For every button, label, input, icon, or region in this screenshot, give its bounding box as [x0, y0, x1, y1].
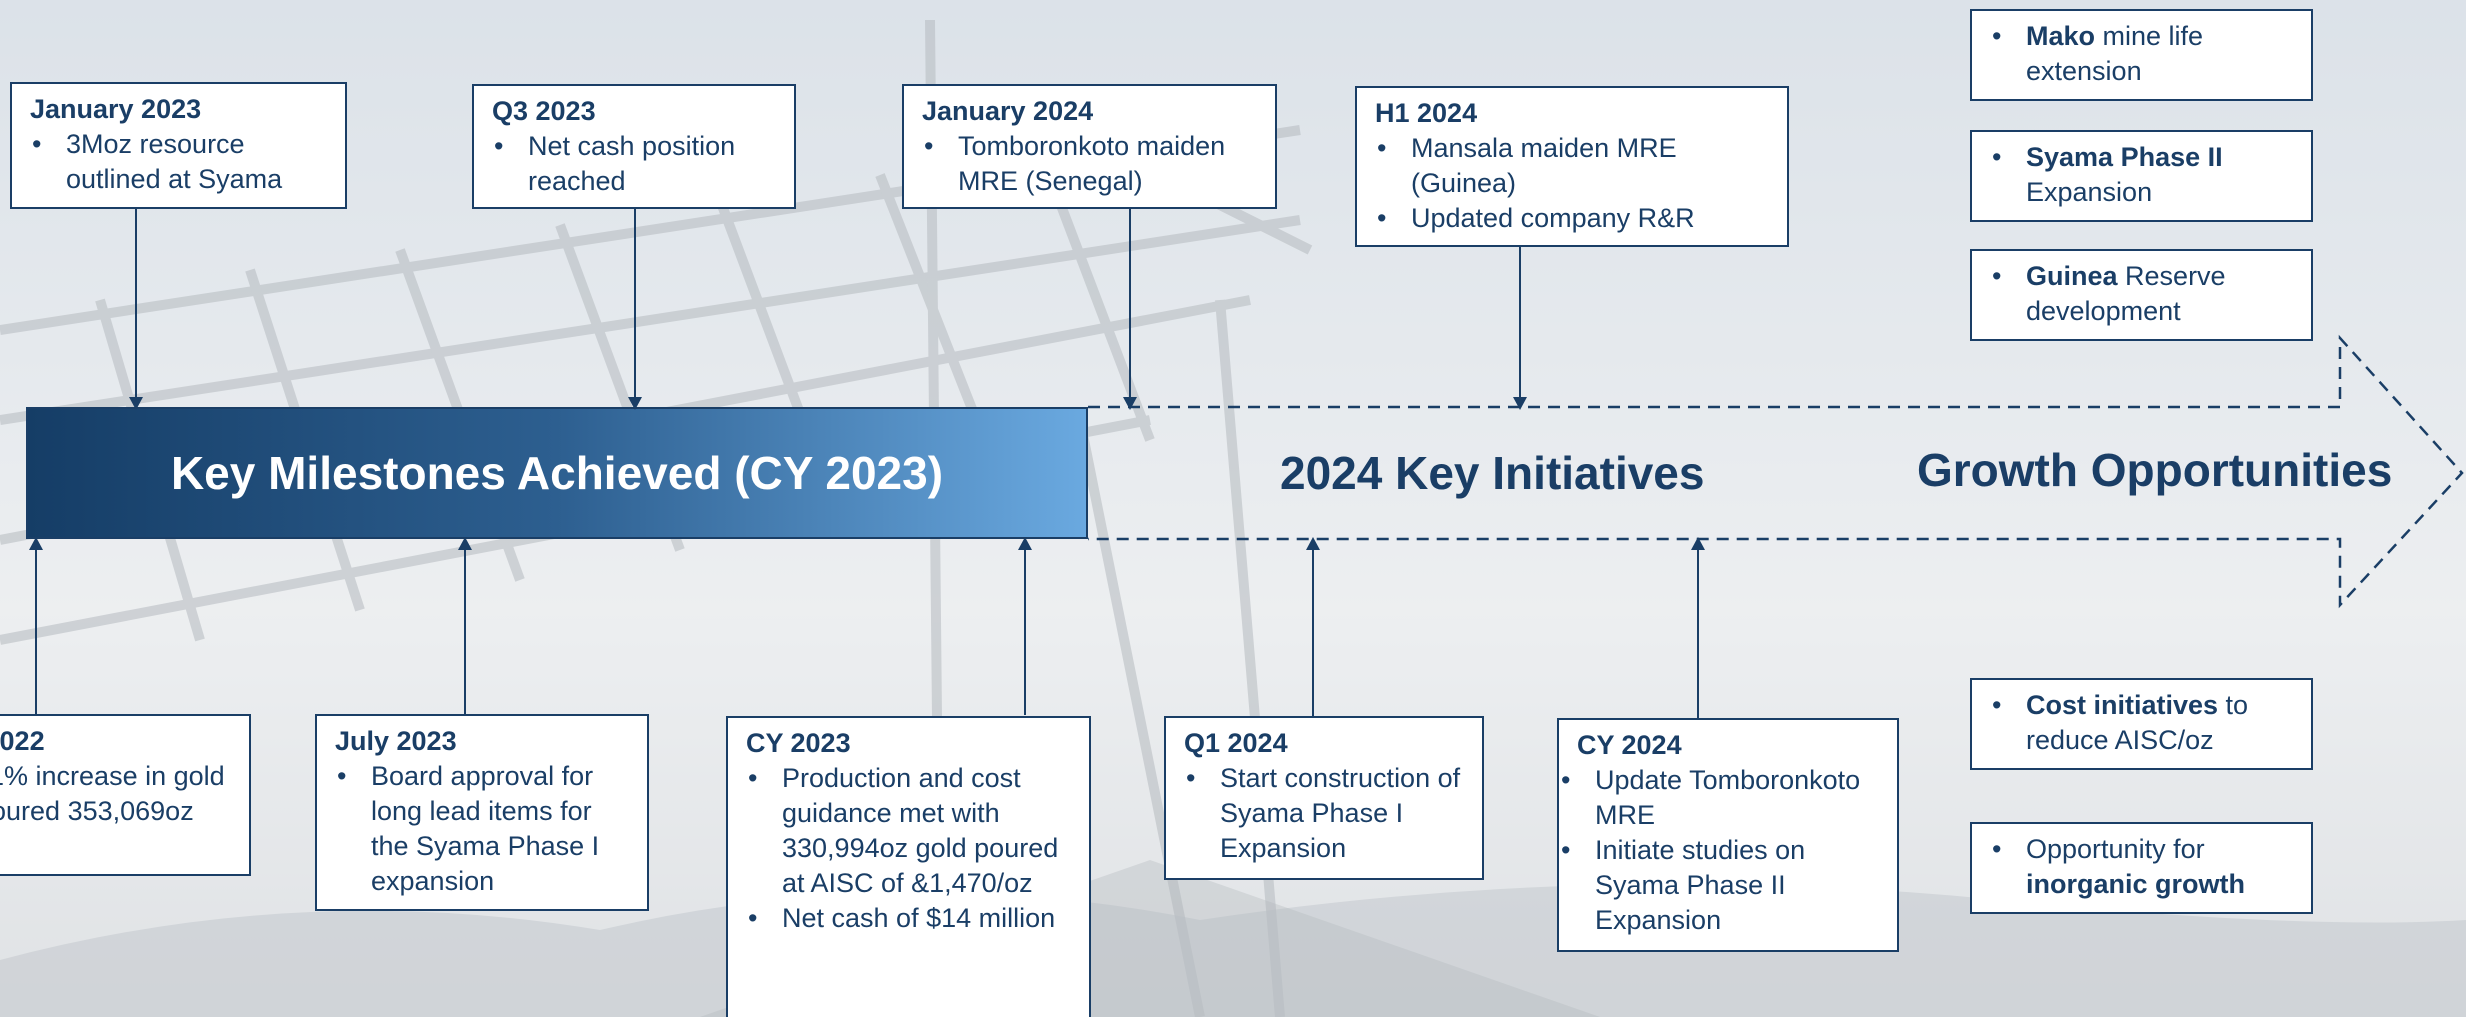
initiative-title: Q1 2024	[1184, 728, 1288, 758]
growth-bullet: Mako mine life extension	[1990, 19, 2293, 89]
growth-text: mine life extension	[2026, 21, 2204, 86]
initiative-title: H1 2024	[1375, 98, 1478, 128]
growth-card-guinea: Guinea Reserve development	[1970, 249, 2313, 341]
growth-text: to reduce AISC/oz	[2026, 690, 2249, 755]
growth-heading: Growth Opportunities	[1917, 444, 2393, 496]
growth-text: Expansion	[2026, 177, 2153, 207]
milestone-bullet: Board approval for long lead items for t…	[335, 759, 629, 899]
milestone-card-cy-2023: CY 2023 Production and cost guidance met…	[726, 716, 1091, 1017]
connector-cy-2023	[1018, 537, 1032, 715]
milestone-title: January 2023	[30, 94, 202, 124]
growth-text: Opportunity for	[2026, 834, 2205, 864]
milestone-title: January 2024	[922, 96, 1094, 126]
initiative-bullet: Update Tomboronkoto MRE	[1559, 763, 1879, 833]
initiative-title: CY 2024	[1577, 730, 1682, 760]
milestone-title: July 2023	[335, 726, 457, 756]
milestone-bullet: Net cash of $14 million	[746, 901, 1071, 936]
initiative-card-cy-2024: CY 2024 Update Tomboronkoto MRE Initiate…	[1557, 718, 1899, 952]
milestone-bullet: Net cash position reached	[492, 129, 776, 199]
milestone-bullet: 3Moz resource outlined at Syama	[30, 127, 327, 197]
initiative-bullet: Updated company R&R	[1375, 201, 1769, 236]
initiative-bullet: Initiate studies on Syama Phase II Expan…	[1559, 833, 1879, 938]
growth-bold: Syama Phase II	[2026, 142, 2223, 172]
milestone-title: Q3 2023	[492, 96, 596, 126]
milestone-card-jan-2023: January 2023 3Moz resource outlined at S…	[10, 82, 347, 209]
growth-bold: Mako	[2026, 21, 2096, 51]
connector-jan-2024	[1123, 208, 1137, 410]
initiative-card-q1-2024: Q1 2024 Start construction of Syama Phas…	[1164, 716, 1484, 880]
growth-bullet: Opportunity for inorganic growth	[1990, 832, 2293, 902]
initiative-bullet: Mansala maiden MRE (Guinea)	[1375, 131, 1769, 201]
growth-card-inorganic-growth: Opportunity for inorganic growth	[1970, 822, 2313, 914]
connector-q3-2023	[628, 208, 642, 410]
connector-h1-2024	[1513, 246, 1527, 410]
growth-card-mako: Mako mine life extension	[1970, 9, 2313, 101]
initiatives-heading: 2024 Key Initiatives	[1280, 447, 1705, 499]
growth-bullet: Guinea Reserve development	[1990, 259, 2293, 329]
connector-jul-2023	[458, 537, 472, 715]
growth-text: Reserve development	[2026, 261, 2226, 326]
milestone-card-q3-2023: Q3 2023 Net cash position reached	[472, 84, 796, 209]
milestone-bullet: Production and cost guidance met with 33…	[746, 761, 1071, 901]
milestone-card-cy-2022: CY 2022 11% increase in gold poured 353,…	[0, 714, 251, 876]
milestones-banner: Key Milestones Achieved (CY 2023)	[26, 407, 1088, 539]
initiative-bullet: Start construction of Syama Phase I Expa…	[1184, 761, 1464, 866]
connector-cy-2024	[1691, 537, 1705, 719]
connector-cy-2022	[29, 537, 43, 715]
milestone-card-jul-2023: July 2023 Board approval for long lead i…	[315, 714, 649, 911]
growth-bold: Cost initiatives	[2026, 690, 2219, 720]
milestone-title: CY 2022	[0, 726, 45, 756]
milestones-banner-label: Key Milestones Achieved (CY 2023)	[170, 447, 944, 499]
initiative-card-h1-2024: H1 2024 Mansala maiden MRE (Guinea) Upda…	[1355, 86, 1789, 247]
connector-jan-2023	[129, 208, 143, 410]
growth-bold: inorganic growth	[2026, 869, 2245, 899]
growth-card-syama-phase-ii: Syama Phase II Expansion	[1970, 130, 2313, 222]
milestone-bullet: Tomboronkoto maiden MRE (Senegal)	[922, 129, 1257, 199]
milestone-bullet: 11% increase in gold poured 353,069oz	[0, 759, 226, 829]
milestone-card-jan-2024: January 2024 Tomboronkoto maiden MRE (Se…	[902, 84, 1277, 209]
growth-card-cost-initiatives: Cost initiatives to reduce AISC/oz	[1970, 678, 2313, 770]
milestone-title: CY 2023	[746, 728, 851, 758]
growth-bullet: Syama Phase II Expansion	[1990, 140, 2293, 210]
growth-bullet: Cost initiatives to reduce AISC/oz	[1990, 688, 2293, 758]
connector-q1-2024	[1306, 537, 1320, 717]
growth-bold: Guinea	[2026, 261, 2118, 291]
